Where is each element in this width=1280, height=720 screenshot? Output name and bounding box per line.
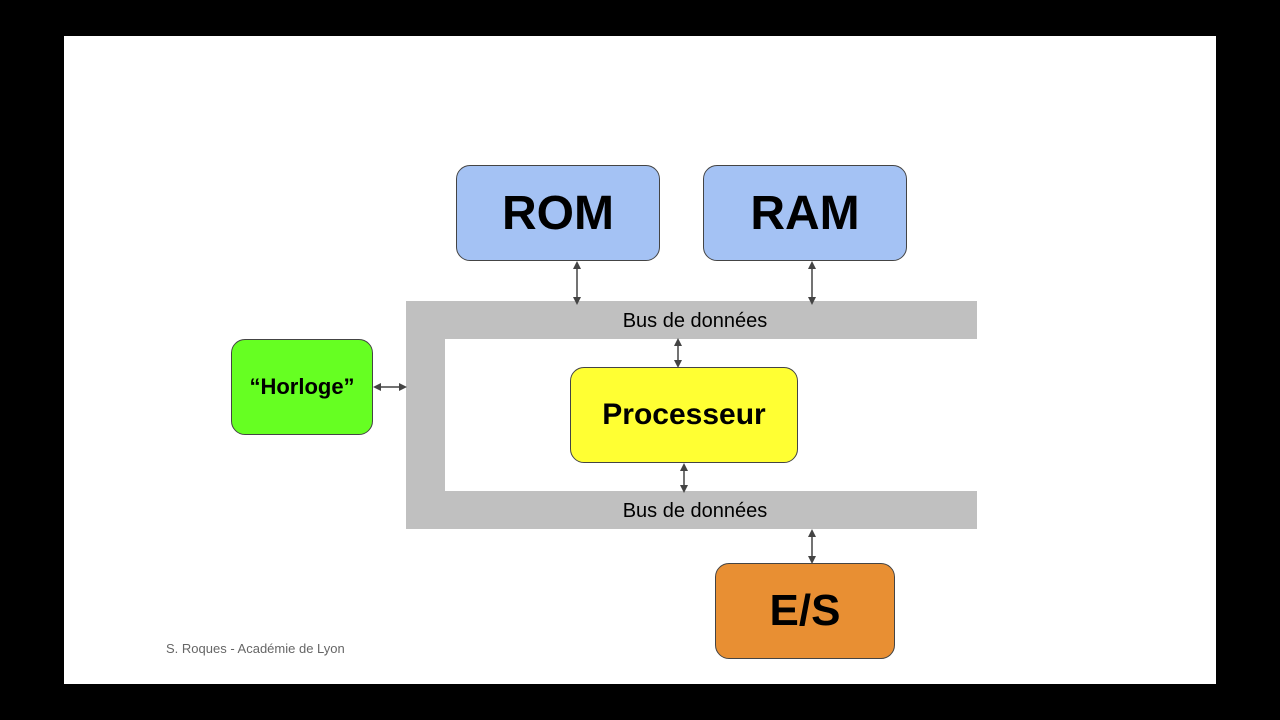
ram-box: RAM: [703, 165, 907, 261]
bus-bottom-label: Bus de données: [622, 500, 768, 522]
rom-box: ROM: [456, 165, 660, 261]
footer-credit: S. Roques - Académie de Lyon: [166, 641, 345, 656]
bus-bottom-bar: [406, 491, 977, 529]
io-box: E/S: [715, 563, 895, 659]
io-label: E/S: [769, 586, 841, 635]
clock-label: “Horloge”: [249, 374, 355, 399]
clock-box: “Horloge”: [231, 339, 373, 435]
rom-label: ROM: [502, 186, 614, 240]
bus-top-bar: [406, 301, 977, 339]
bus-top-label: Bus de données: [622, 310, 768, 332]
processor-box: Processeur: [570, 367, 798, 463]
processor-label: Processeur: [602, 398, 766, 431]
ram-label: RAM: [750, 186, 860, 240]
